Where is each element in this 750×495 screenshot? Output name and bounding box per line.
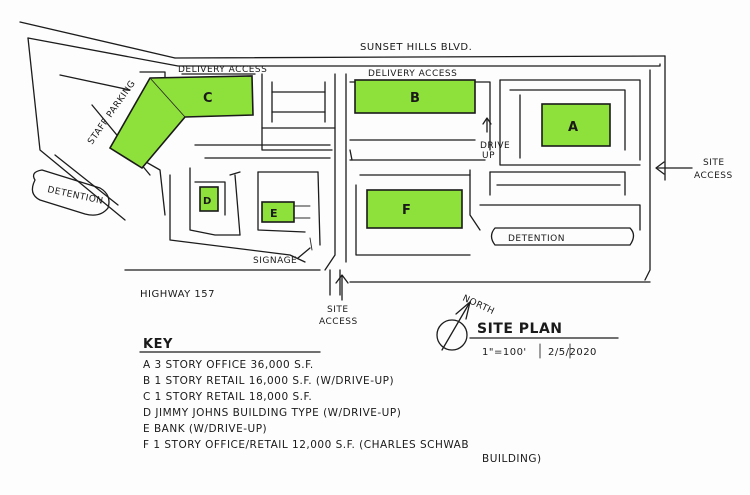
access-arrows: [297, 117, 693, 301]
building-b: [354, 79, 476, 114]
detention-west-outline: [31, 169, 110, 216]
site-boundary: [19, 21, 666, 296]
building-d-letter: D: [203, 196, 212, 207]
road-label-south: HIGHWAY 157: [140, 289, 215, 300]
building-a: [541, 103, 611, 147]
key-item-e: E BANK (W/DRIVE-UP): [143, 423, 267, 435]
site-access-south-line2: ACCESS: [319, 317, 358, 327]
building-c-letter: C: [203, 91, 213, 106]
building-b-letter: B: [410, 91, 420, 106]
key-heading: KEY: [143, 337, 173, 352]
north-arrow-needle: [441, 301, 471, 351]
site-access-south-line1: SITE: [327, 305, 349, 315]
title-block: NORTH SITE PLAN 1"=100' 2/5/2020: [436, 294, 619, 359]
key-item-a: A 3 STORY OFFICE 36,000 S.F.: [143, 359, 314, 371]
key-item-c: C 1 STORY RETAIL 18,000 S.F.: [143, 391, 312, 403]
drive-up-label-line2: UP: [482, 151, 495, 161]
building-a-letter: A: [568, 120, 579, 135]
date-label: 2/5/2020: [548, 347, 597, 358]
scale-label: 1"=100': [482, 347, 527, 358]
signage-label: SIGNAGE: [253, 256, 297, 266]
key-item-d: D JIMMY JOHNS BUILDING TYPE (W/DRIVE-UP): [143, 407, 401, 419]
building-f-letter: F: [402, 203, 411, 218]
key-item-f-continuation: BUILDING): [482, 453, 542, 465]
north-arrow-circle: [436, 319, 468, 351]
site-plan-title: SITE PLAN: [477, 321, 563, 337]
detention-south-outline: [490, 227, 635, 246]
building-letters: C B A F D E: [203, 91, 579, 220]
building-e-letter: E: [270, 207, 278, 220]
key-legend: KEY A 3 STORY OFFICE 36,000 S.F. B 1 STO…: [139, 337, 542, 465]
site-access-east-line2: ACCESS: [694, 171, 733, 181]
road-label-north: SUNSET HILLS BLVD.: [360, 42, 472, 53]
detention-ponds: [31, 169, 635, 246]
delivery-access-c-label: DELIVERY ACCESS: [178, 65, 267, 75]
detention-south-label: DETENTION: [508, 234, 565, 244]
building-e: [261, 201, 295, 223]
key-item-f: F 1 STORY OFFICE/RETAIL 12,000 S.F. (CHA…: [143, 439, 469, 451]
delivery-access-b-label: DELIVERY ACCESS: [368, 69, 457, 79]
buildings: [108, 75, 611, 229]
site-access-east-line1: SITE: [703, 158, 725, 168]
building-f: [366, 189, 463, 229]
building-d: [199, 186, 219, 212]
key-item-b: B 1 STORY RETAIL 16,000 S.F. (W/DRIVE-UP…: [143, 375, 394, 387]
detention-west-label: DETENTION: [46, 185, 104, 207]
drive-up-label-line1: DRIVE: [480, 141, 510, 151]
